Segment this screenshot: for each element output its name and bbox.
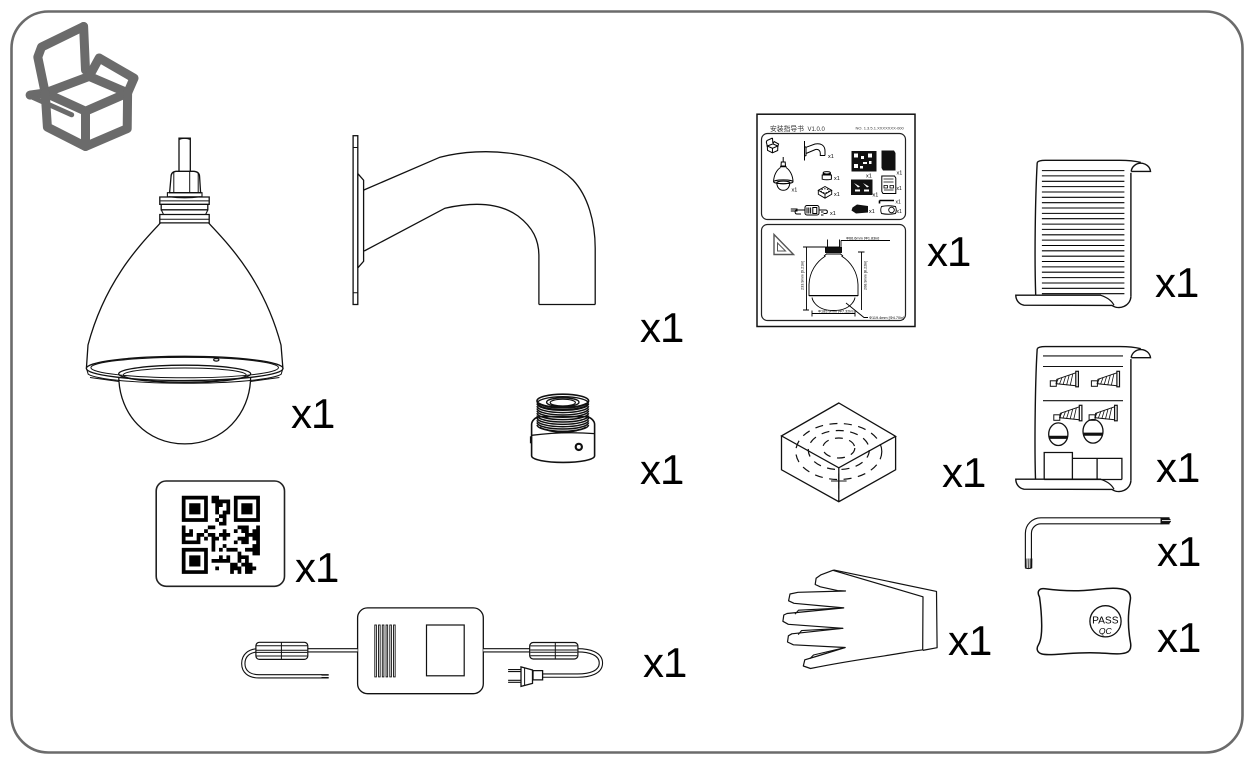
svg-text:QC: QC	[1099, 626, 1113, 636]
svg-text:x1: x1	[897, 186, 903, 192]
svg-text:x1: x1	[927, 228, 971, 275]
svg-text:NO. 1.3.5.1.XXXXXXX-000: NO. 1.3.5.1.XXXXXXX-000	[856, 126, 905, 131]
svg-text:x1: x1	[640, 446, 684, 493]
svg-text:x1: x1	[291, 390, 335, 437]
svg-text:208.9mm [8.22in]: 208.9mm [8.22in]	[864, 261, 868, 290]
svg-text:Φ119.4mm [Φ4.70in]: Φ119.4mm [Φ4.70in]	[869, 316, 904, 320]
svg-text:Φ185.9mm [Φ7.32in]: Φ185.9mm [Φ7.32in]	[818, 310, 853, 314]
svg-text:x1: x1	[1157, 528, 1201, 575]
svg-text:x1: x1	[643, 639, 687, 686]
svg-text:Φ66.6mm [Φ1.83in]: Φ66.6mm [Φ1.83in]	[846, 237, 879, 241]
svg-text:x1: x1	[828, 154, 834, 160]
svg-text:x1: x1	[1155, 259, 1199, 306]
svg-text:233.9mm [9.21in]: 233.9mm [9.21in]	[801, 261, 805, 290]
svg-text:安装指导书: 安装指导书	[770, 124, 804, 133]
svg-text:PASS: PASS	[1092, 616, 1119, 627]
svg-text:x1: x1	[295, 544, 339, 591]
svg-text:x1: x1	[866, 174, 872, 180]
svg-text:x1: x1	[942, 449, 986, 496]
svg-text:x1: x1	[830, 211, 836, 217]
svg-text:x1: x1	[834, 176, 840, 182]
svg-text:x1: x1	[640, 304, 684, 351]
svg-text:x1: x1	[834, 192, 840, 198]
svg-text:x1: x1	[1157, 614, 1201, 661]
svg-text:x1: x1	[897, 209, 903, 215]
svg-text:x1: x1	[896, 200, 902, 206]
svg-text:x1: x1	[869, 209, 875, 215]
svg-text:V1.0.0: V1.0.0	[808, 127, 826, 133]
svg-text:x1: x1	[792, 188, 798, 194]
svg-text:x1: x1	[897, 171, 903, 177]
svg-text:x1: x1	[948, 617, 992, 664]
svg-text:x1: x1	[873, 193, 879, 199]
svg-text:x1: x1	[1156, 444, 1200, 491]
